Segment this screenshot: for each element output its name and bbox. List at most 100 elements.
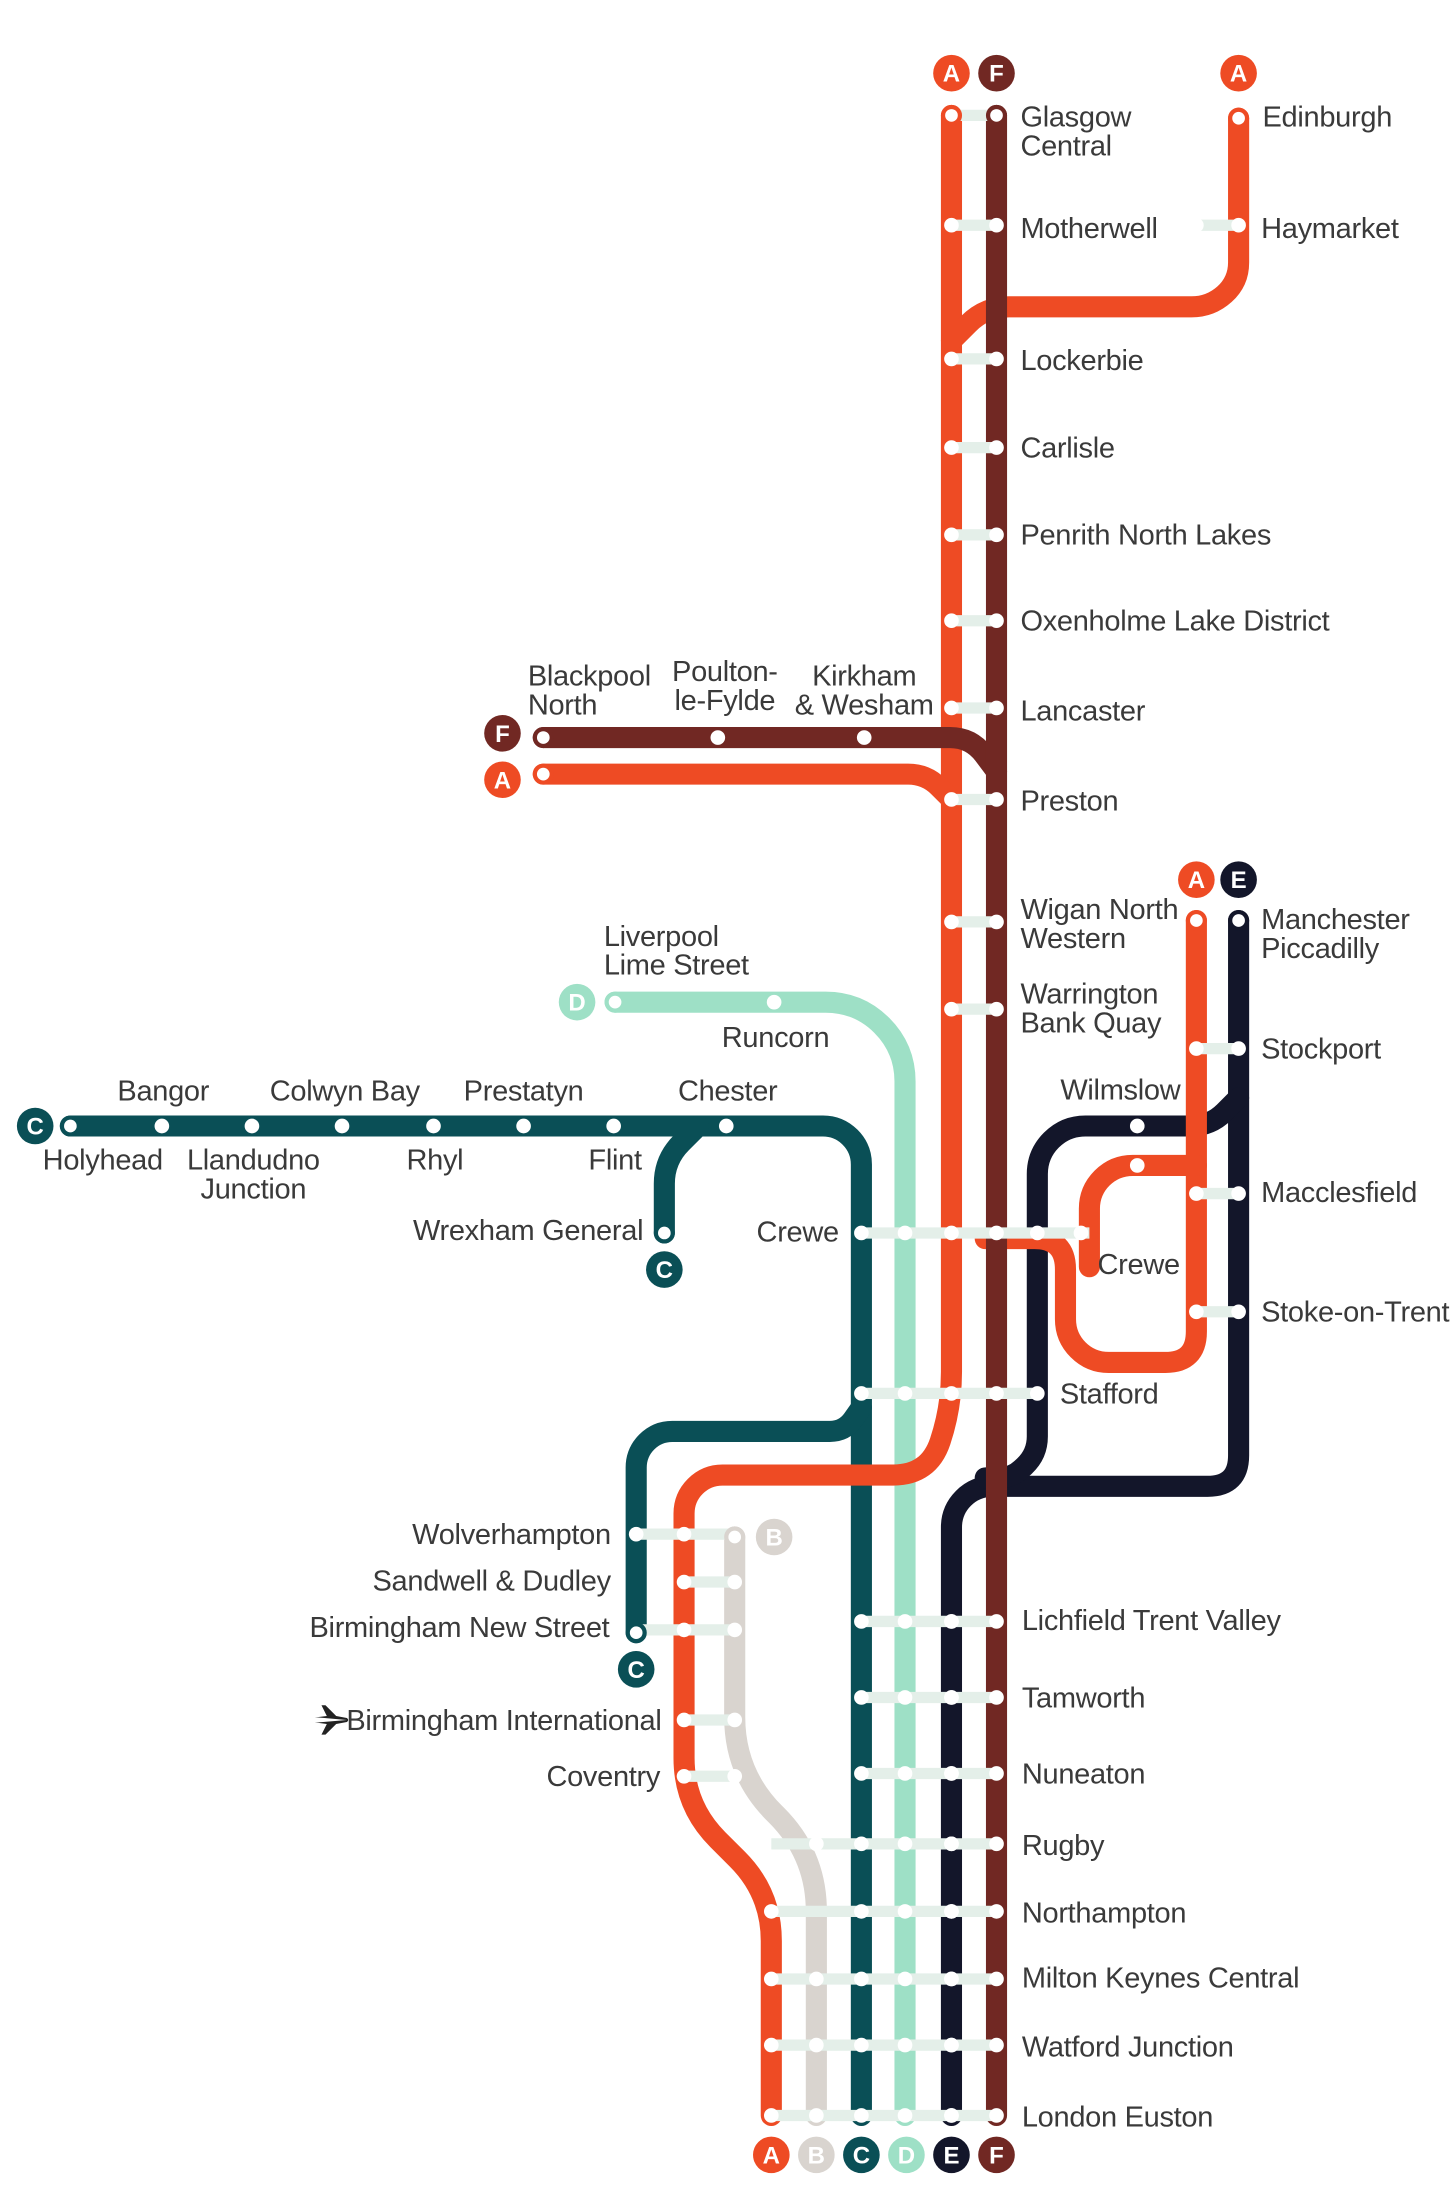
station-label-watford: Watford Junction: [1022, 2031, 1234, 2063]
line-badge-a[interactable]: A: [1220, 54, 1257, 92]
station-dot: [944, 440, 959, 455]
station-dot: [989, 2108, 1004, 2123]
station-dot: [989, 1614, 1004, 1629]
station-dot: [944, 527, 959, 543]
station-dot: [809, 2108, 824, 2123]
badge-letter: F: [989, 2142, 1004, 2169]
station-label-penrith: Penrith North Lakes: [1020, 520, 1271, 552]
station-dot: [944, 2037, 959, 2053]
station-dot: [763, 2108, 779, 2123]
line-badge-b[interactable]: B: [755, 1518, 793, 1556]
line-badge-a[interactable]: A: [1178, 861, 1215, 898]
line-badge-a[interactable]: A: [753, 2136, 790, 2174]
terminus-dot[interactable]: [604, 991, 626, 1013]
badge-letter: C: [628, 1657, 645, 1684]
station-label-edinburgh: Edinburgh: [1263, 102, 1393, 134]
station-dot: [989, 700, 1004, 716]
line-badge-c[interactable]: C: [617, 1650, 655, 1688]
terminus-dot[interactable]: [625, 1622, 647, 1644]
station-label-stafford: Stafford: [1060, 1378, 1159, 1410]
station-dot: [897, 1386, 913, 1401]
station-dot: [897, 1836, 913, 1852]
badge-circle: [1178, 861, 1215, 898]
badge-circle: [888, 2136, 925, 2174]
station-dot: [989, 2037, 1004, 2053]
station-dot: [854, 1766, 869, 1781]
route-lines: [59, 104, 1250, 2127]
station-dot: [944, 613, 959, 629]
terminus-dot[interactable]: [59, 1115, 81, 1137]
line-a-blackpool: [532, 763, 963, 811]
station-dot: [854, 1836, 869, 1852]
line-a-manchester: [974, 909, 1207, 1374]
badge-letter: A: [1188, 867, 1205, 894]
station-label-sandwell: Sandwell & Dudley: [373, 1565, 612, 1597]
station-dot: [897, 1690, 913, 1705]
badge-letter: B: [808, 2142, 825, 2169]
station-dot: [854, 2108, 869, 2123]
line-badge-d[interactable]: D: [558, 983, 596, 1021]
line-c-route: [59, 1115, 872, 2127]
station-dot: [516, 1118, 531, 1134]
station-dot: [854, 1690, 869, 1705]
station-label-northampton: Northampton: [1022, 1898, 1186, 1930]
terminus-dot[interactable]: [532, 726, 554, 749]
line-badge-c[interactable]: C: [843, 2136, 880, 2174]
station-label-lancaster: Lancaster: [1020, 696, 1145, 728]
terminus-dot[interactable]: [1185, 909, 1207, 932]
line-badge-f[interactable]: F: [484, 715, 521, 752]
station-dot: [944, 1971, 959, 1987]
station-dot: [989, 351, 1004, 367]
station-dot: [1189, 217, 1204, 233]
station-dot: [1231, 1041, 1246, 1056]
badge-letter: D: [898, 2142, 915, 2169]
line-badge-e[interactable]: E: [1220, 861, 1257, 898]
station-dot: [989, 217, 1004, 233]
station-dot: [809, 1836, 824, 1852]
station-dot: [944, 1904, 959, 1919]
station-dot: [897, 2037, 913, 2053]
terminus-dot[interactable]: [985, 104, 1008, 126]
station-dot: [944, 792, 959, 807]
terminus-dot[interactable]: [1228, 107, 1250, 129]
badge-letter: A: [763, 2142, 780, 2169]
line-badge-a[interactable]: A: [933, 54, 970, 92]
station-label-euston: London Euston: [1022, 2102, 1213, 2134]
badge-circle: [933, 54, 970, 92]
station-dot: [727, 1768, 743, 1784]
station-dot: [606, 1118, 621, 1134]
line-badge-a[interactable]: A: [484, 761, 521, 799]
terminus-dot[interactable]: [653, 1222, 675, 1244]
line-badge-c[interactable]: C: [16, 1107, 54, 1145]
terminus-dot[interactable]: [940, 104, 963, 126]
line-badge-f[interactable]: F: [978, 54, 1015, 92]
line-badge-e[interactable]: E: [933, 2136, 970, 2174]
badge-letter: E: [943, 2142, 959, 2169]
terminus-dot[interactable]: [532, 763, 554, 785]
line-badge-f[interactable]: F: [978, 2136, 1015, 2174]
station-label-lockerbie: Lockerbie: [1020, 345, 1143, 377]
badge-letter: F: [495, 721, 510, 748]
badge-circle: [617, 1650, 655, 1688]
station-dot: [154, 1118, 170, 1134]
line-badge-b[interactable]: B: [798, 2136, 835, 2174]
station-dot: [1231, 1304, 1246, 1320]
terminus-dot[interactable]: [1228, 909, 1250, 932]
station-label-haymarket: Haymarket: [1261, 213, 1399, 245]
station-dot: [944, 914, 959, 930]
line-a-crewe-loop: [1078, 1154, 1207, 1278]
line-badge-d[interactable]: D: [888, 2136, 925, 2174]
map-icons: [314, 1705, 349, 1735]
station-label-bangor: Bangor: [117, 1076, 209, 1108]
station-label-colwyn-bay: Colwyn Bay: [270, 1076, 421, 1108]
station-dot: [944, 2108, 959, 2123]
terminus-dot[interactable]: [724, 1526, 746, 1548]
badge-circle: [753, 2136, 790, 2174]
line-badge-c[interactable]: C: [646, 1251, 683, 1288]
